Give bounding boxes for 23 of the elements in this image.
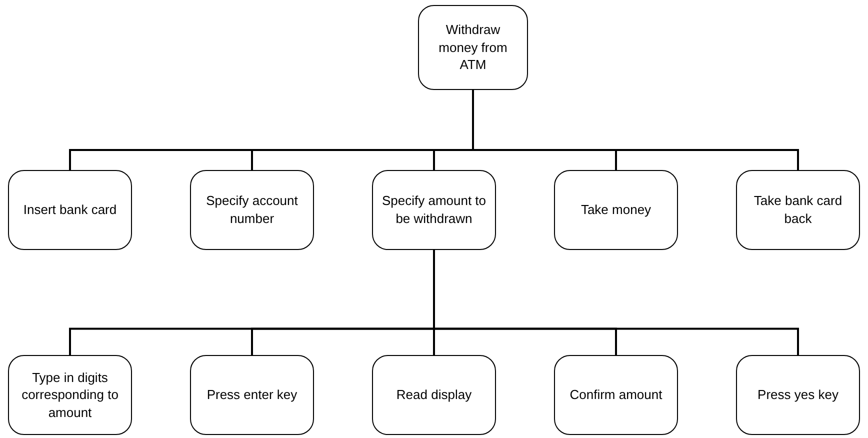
task-box	[8, 355, 132, 435]
task-label: Specify amount to be withdrawn	[381, 192, 487, 228]
task-box	[190, 170, 314, 250]
task-label: Take bank card back	[752, 192, 844, 228]
task-box	[190, 355, 314, 435]
task-label: Withdraw money from ATM	[438, 21, 508, 74]
task-label: Type in digits corresponding to amount	[20, 368, 120, 422]
task-box	[736, 170, 860, 250]
task-label: Press enter key	[206, 386, 298, 404]
task-box	[554, 170, 678, 250]
task-box	[372, 355, 496, 435]
task-label: Confirm amount	[570, 386, 662, 404]
task-label: Press yes key	[758, 386, 838, 404]
task-box	[372, 170, 496, 250]
task-label: Specify account number	[205, 192, 299, 228]
task-label: Insert bank card	[23, 201, 117, 219]
task-box	[8, 170, 132, 250]
task-box	[554, 355, 678, 435]
task-label: Take money	[580, 201, 652, 219]
connector-line	[472, 90, 799, 170]
task-box	[736, 355, 860, 435]
task-box	[418, 5, 528, 90]
task-label: Read display	[396, 386, 472, 404]
